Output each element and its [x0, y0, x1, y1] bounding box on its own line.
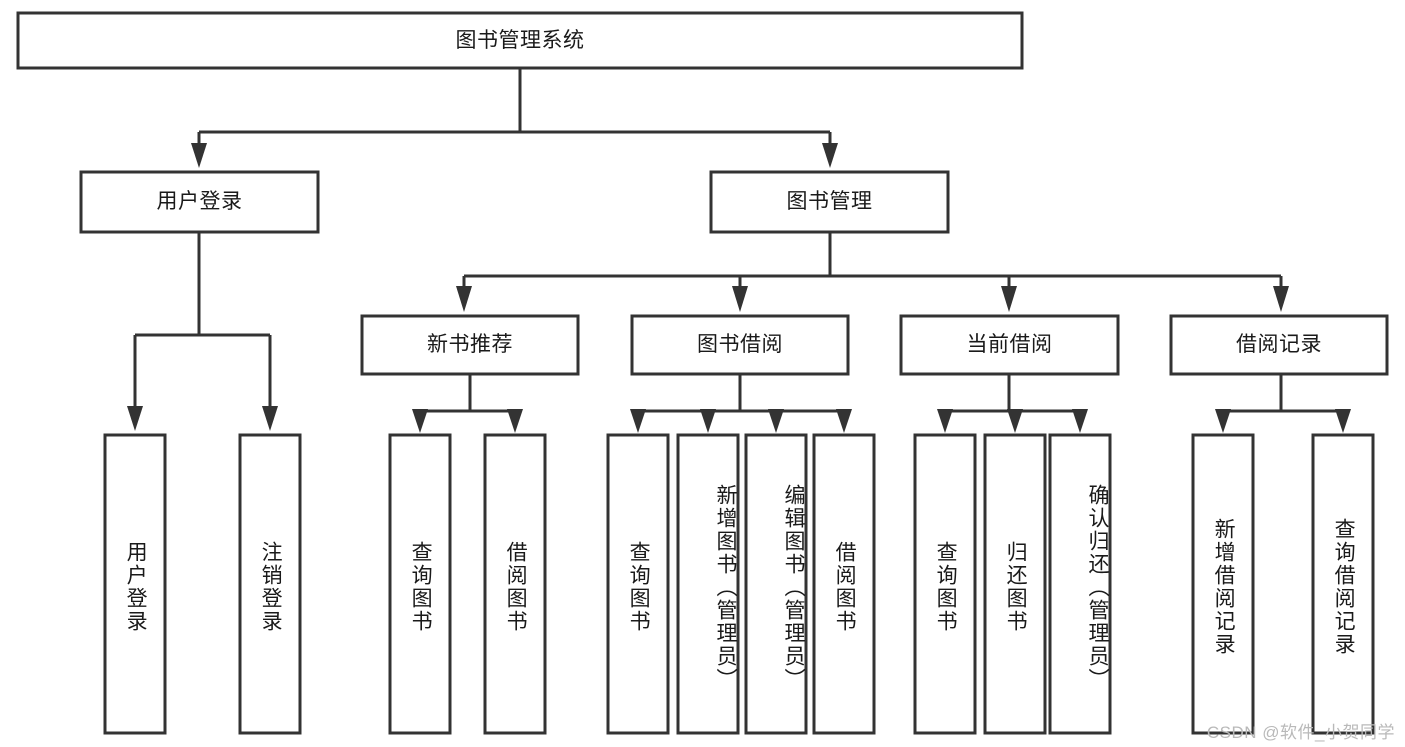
- node-box-leaf-logout-login[interactable]: [238, 433, 302, 735]
- arrowhead-current-borrow: [1001, 286, 1017, 312]
- node-box-leaf-query-book-2[interactable]: [606, 433, 670, 735]
- node-box-leaf-edit-book-admin[interactable]: [744, 433, 808, 735]
- node-box-user-login[interactable]: [79, 170, 320, 234]
- arrowhead-user-login: [191, 143, 207, 168]
- arrowhead-leaf-user-login: [127, 406, 143, 431]
- arrowhead-book-borrow: [732, 286, 748, 312]
- node-box-current-borrow[interactable]: [899, 314, 1120, 376]
- connector-group-borrow-record: [1215, 374, 1351, 433]
- arrowhead-borrow-record: [1273, 286, 1289, 312]
- node-box-leaf-confirm-return-admin[interactable]: [1048, 433, 1112, 735]
- arrowhead-leaf-add-book-admin: [700, 409, 716, 433]
- arrowhead-leaf-return-book: [1007, 409, 1023, 433]
- connector-group-new-book-recommend: [412, 374, 523, 433]
- connector-group-root: [191, 68, 838, 168]
- arrowhead-leaf-confirm-return-admin: [1072, 409, 1088, 433]
- arrowhead-leaf-edit-book-admin: [768, 409, 784, 433]
- node-box-leaf-query-book-1[interactable]: [388, 433, 452, 735]
- connector-group-user-login: [127, 232, 278, 431]
- arrowhead-leaf-logout-login: [262, 406, 278, 431]
- node-box-leaf-return-book[interactable]: [983, 433, 1047, 735]
- node-box-leaf-query-borrow-record[interactable]: [1311, 433, 1375, 735]
- arrowhead-new-book-recommend: [456, 286, 472, 312]
- node-box-new-book-recommend[interactable]: [360, 314, 580, 376]
- connector-group-current-borrow: [937, 374, 1088, 433]
- node-box-leaf-borrow-book-1[interactable]: [483, 433, 547, 735]
- node-box-leaf-add-book-admin[interactable]: [676, 433, 740, 735]
- node-box-borrow-record[interactable]: [1169, 314, 1389, 376]
- arrowhead-leaf-query-book-1: [412, 409, 428, 433]
- node-box-root[interactable]: [16, 11, 1024, 70]
- node-box-leaf-borrow-book-2[interactable]: [812, 433, 876, 735]
- node-box-book-management[interactable]: [709, 170, 950, 234]
- node-box-leaf-user-login[interactable]: [103, 433, 167, 735]
- connector-group-book-borrow: [630, 374, 852, 433]
- connector-group-book-management: [456, 232, 1289, 312]
- arrowhead-leaf-query-book-3: [937, 409, 953, 433]
- node-box-leaf-query-book-3[interactable]: [913, 433, 977, 735]
- arrowhead-book-management: [822, 143, 838, 168]
- arrowhead-leaf-query-book-2: [630, 409, 646, 433]
- arrowhead-leaf-borrow-book-2: [836, 409, 852, 433]
- node-box-book-borrow[interactable]: [630, 314, 850, 376]
- arrowhead-leaf-query-borrow-record: [1335, 409, 1351, 433]
- arrowhead-leaf-add-borrow-record: [1215, 409, 1231, 433]
- node-box-leaf-add-borrow-record[interactable]: [1191, 433, 1255, 735]
- arrowhead-leaf-borrow-book-1: [507, 409, 523, 433]
- csdn-watermark: CSDN @软件_小贺同学: [1206, 723, 1395, 742]
